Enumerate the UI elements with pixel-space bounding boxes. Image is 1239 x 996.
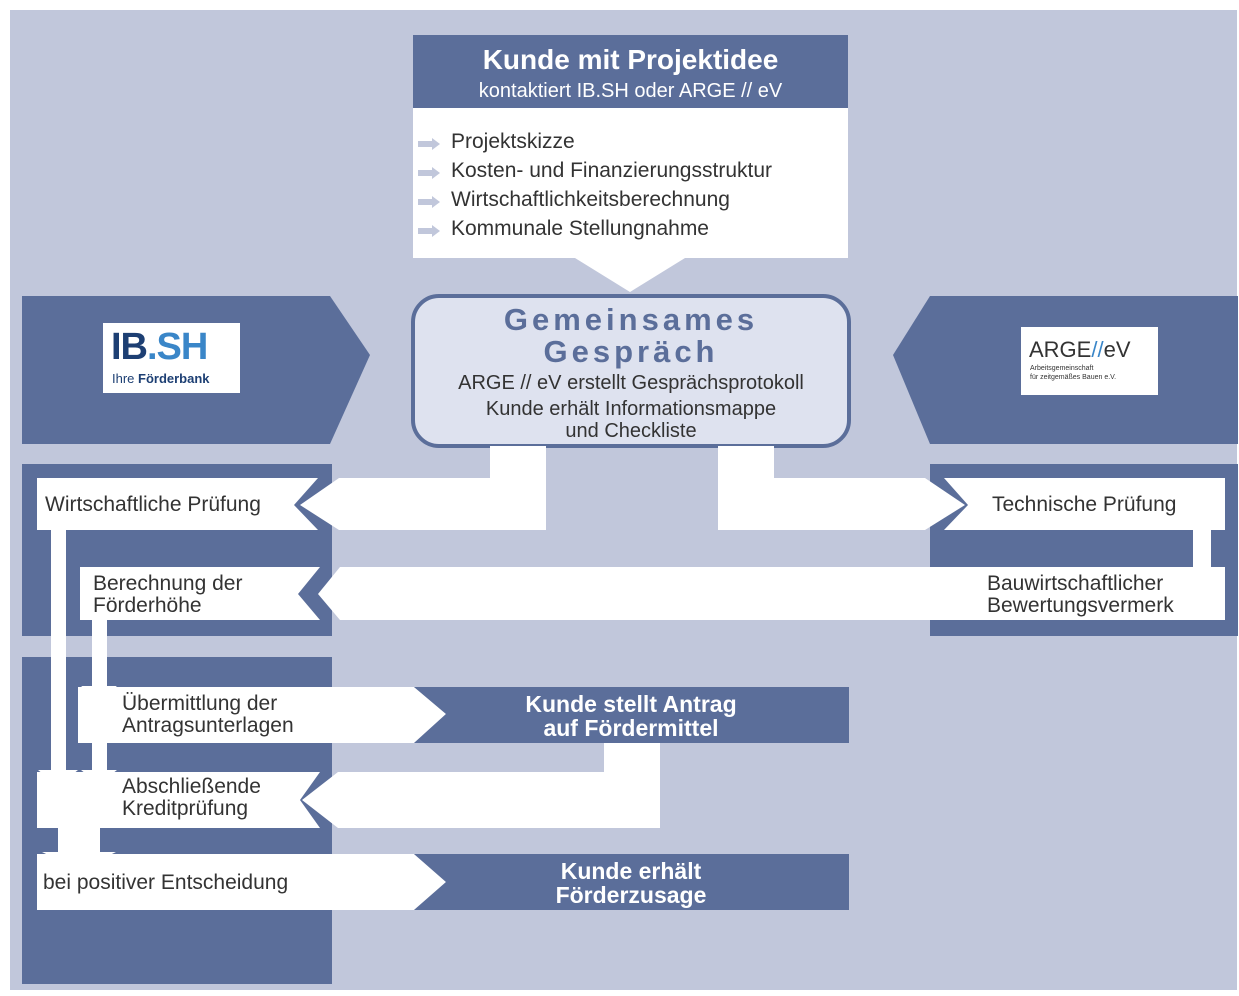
connector-application-down xyxy=(604,743,660,773)
final-credit-label-line1: Abschließende xyxy=(122,775,261,798)
customer-title: Kunde mit Projektidee xyxy=(482,44,779,75)
approval-label-line2: Förderzusage xyxy=(555,882,707,908)
customer-box xyxy=(413,108,848,292)
positive-decision-label: bei positiver Entscheidung xyxy=(43,871,289,894)
economic-check-box xyxy=(37,478,318,530)
meeting-title-line1: Gemeinsames xyxy=(503,302,759,337)
arge-logo-tagline-line2: für zeitgemäßes Bauen e.V. xyxy=(1030,374,1117,381)
technical-check-box xyxy=(944,478,1225,530)
meeting-line2: Kunde erhält Informationsmappe xyxy=(485,398,777,420)
arrow-bullet-icon xyxy=(418,225,440,237)
funding-calc-label-line2: Förderhöhe xyxy=(93,594,202,617)
meeting-title-line2: Gespräch xyxy=(543,334,719,369)
application-label-line1: Kunde stellt Antrag xyxy=(525,691,737,717)
arrow-bullet-icon xyxy=(418,138,440,150)
technical-check-label: Technische Prüfung xyxy=(992,493,1177,516)
connector-left xyxy=(490,446,546,480)
construction-memo-label-line2: Bewertungsvermerk xyxy=(987,594,1174,617)
arrow-to-economic-check xyxy=(300,478,546,530)
checklist-item: Projektskizze xyxy=(451,130,575,153)
economic-check-label: Wirtschaftliche Prüfung xyxy=(45,493,261,516)
arrow-to-technical-check xyxy=(718,478,965,530)
meeting-line3: und Checkliste xyxy=(565,420,697,442)
application-label-line2: auf Fördermittel xyxy=(543,715,719,741)
final-credit-box xyxy=(37,772,320,828)
transmission-arrow xyxy=(78,687,446,743)
arrow-funding-down xyxy=(81,620,117,700)
arrow-bullet-icon xyxy=(418,167,440,179)
arge-logo-name: ARGE//eV xyxy=(1029,337,1131,362)
arrow-memo-to-funding-calc xyxy=(318,567,1225,620)
decision-arrow xyxy=(37,854,446,910)
approval-label-line1: Kunde erhält xyxy=(560,858,702,884)
ibsh-logo-name: IB.SH xyxy=(111,326,208,368)
connector-right xyxy=(718,446,774,480)
arrow-bullet-icon xyxy=(418,196,440,208)
ibsh-logo: IB.SH Ihre Förderbank xyxy=(103,323,240,393)
construction-memo-label-line1: Bauwirtschaftlicher xyxy=(987,572,1164,595)
checklist-item: Kosten- und Finanzierungsstruktur xyxy=(451,159,772,182)
approval-box xyxy=(414,854,849,910)
customer-subtitle: kontaktiert IB.SH oder ARGE // eV xyxy=(478,80,783,102)
application-box xyxy=(414,687,849,743)
funding-calc-label-line1: Berechnung der xyxy=(93,572,243,595)
arrow-to-final-credit xyxy=(302,772,660,828)
funding-calc-box xyxy=(80,567,320,620)
arge-logo-tagline-line1: Arbeitsgemeinschaft xyxy=(1030,365,1094,372)
final-credit-label-line2: Kreditprüfung xyxy=(122,797,249,820)
checklist-item: Wirtschaftlichkeitsberechnung xyxy=(451,188,730,211)
ibsh-logo-tagline: Ihre Förderbank xyxy=(112,371,210,386)
arge-logo: ARGE//eV Arbeitsgemeinschaft für zeitgem… xyxy=(1021,327,1158,395)
transmission-label-line2: Antragsunterlagen xyxy=(122,714,294,737)
checklist-item: Kommunale Stellungnahme xyxy=(451,217,709,240)
meeting-line1: ARGE // eV erstellt Gesprächsprotokoll xyxy=(458,372,804,394)
customer-header xyxy=(413,35,848,108)
transmission-label-line1: Übermittlung der xyxy=(122,692,278,715)
arrow-economic-down xyxy=(38,530,78,786)
meeting-box xyxy=(411,294,851,448)
